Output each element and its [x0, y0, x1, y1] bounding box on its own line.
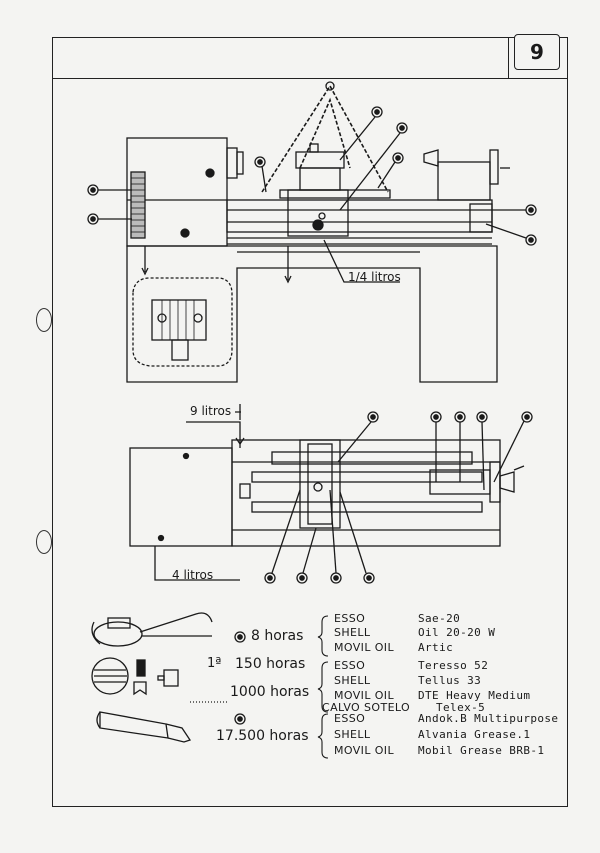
oil-product: Oil 20-20 W	[418, 626, 496, 639]
lube-point	[396, 122, 408, 134]
headstock-gearbox-capacity: 1/4 litros	[348, 270, 401, 284]
page-frame	[52, 37, 568, 807]
lube-point	[392, 152, 404, 164]
oil-product: Teresso 52	[418, 659, 489, 672]
lube-point	[525, 234, 537, 246]
lube-point	[371, 106, 383, 118]
oil-brand: MOVIL OIL	[334, 744, 394, 757]
oil-brand: MOVIL OIL	[334, 641, 394, 654]
oil-brand: ESSO	[334, 712, 366, 725]
punch-hole-top	[36, 308, 52, 332]
lube-point	[296, 572, 308, 584]
lube-point	[430, 411, 442, 423]
punch-hole-bottom	[36, 530, 52, 554]
lube-point	[521, 411, 533, 423]
lube-point	[454, 411, 466, 423]
lube-point	[87, 184, 99, 196]
page-number-cell	[508, 37, 568, 78]
lube-point	[476, 411, 488, 423]
reservoir-icon	[91, 657, 179, 696]
lube-point	[525, 204, 537, 216]
oil-brand: CALVO SOTELO	[322, 701, 411, 714]
lube-point	[367, 411, 379, 423]
interval-label: 1000 horas	[230, 684, 310, 700]
oil-brand: ESSO	[334, 612, 366, 625]
lathe-side-view	[126, 81, 510, 383]
lube-point	[234, 713, 246, 725]
oil-product: Andok.B Multipurpose	[418, 712, 559, 725]
oil-can-icon	[91, 612, 213, 647]
lube-point	[87, 213, 99, 225]
lube-points-side	[87, 106, 537, 246]
oil-product: Telex-5	[436, 701, 486, 714]
lube-point	[234, 631, 246, 643]
oil-brand: ESSO	[334, 659, 366, 672]
headstock-oil-capacity: 9 litros	[190, 404, 232, 418]
oil-product: Sae-20	[418, 612, 461, 625]
oil-brand: SHELL	[334, 674, 371, 687]
interval-label: 17.500 horas	[216, 728, 309, 744]
oil-brand: SHELL	[334, 728, 371, 741]
lube-point	[330, 572, 342, 584]
lube-point	[254, 156, 266, 168]
oil-brand: SHELL	[334, 626, 371, 639]
oil-product: Alvania Grease.1	[418, 728, 531, 741]
oil-brand: MOVIL OIL	[334, 689, 394, 702]
oil-product: Artic	[418, 641, 454, 654]
legend-braces	[317, 615, 329, 759]
lube-point	[363, 572, 375, 584]
lube-points-top	[264, 411, 533, 584]
oil-product: DTE Heavy Medium	[418, 689, 531, 702]
grease-tube-icon	[96, 711, 192, 743]
interval-prefix: 1ª	[207, 656, 222, 671]
interval-label: 150 horas	[235, 656, 306, 672]
page-number: 9	[514, 34, 560, 70]
header-divider	[52, 78, 568, 79]
lathe-top-view	[129, 404, 525, 581]
oil-product: Tellus 33	[418, 674, 482, 687]
oil-product: Mobil Grease BRB-1	[418, 744, 545, 757]
base-oil-capacity: 4 litros	[172, 568, 214, 582]
lube-point	[264, 572, 276, 584]
interval-label: 8 horas	[251, 628, 304, 644]
